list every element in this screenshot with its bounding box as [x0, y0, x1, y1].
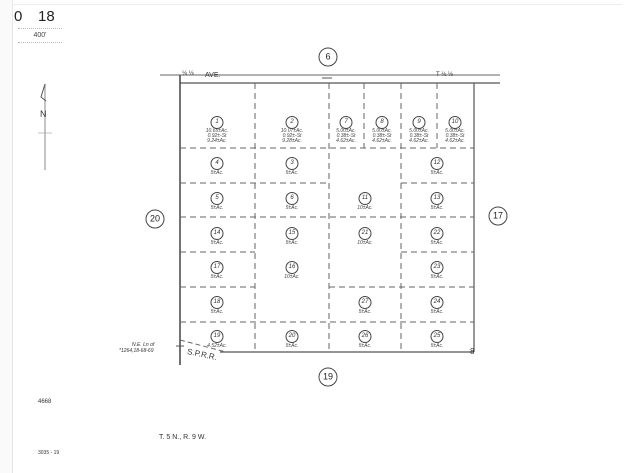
- parcel-net-area: 9.28±Ac.: [282, 138, 302, 144]
- parcel-net-area: 9.24±Ac.: [207, 138, 227, 144]
- section-number-north: 6: [318, 47, 338, 67]
- section-number-south: 19: [318, 367, 338, 387]
- parcel-area: 5±Ac.: [430, 240, 444, 246]
- parcel-number: 10: [448, 116, 462, 129]
- parcel-area: 5±Ac.: [430, 274, 444, 280]
- parcel-number: 15: [285, 227, 299, 240]
- road-name: AVE.: [205, 72, 221, 79]
- township-range: T. 5 N., R. 9 W.: [159, 434, 207, 441]
- parcel-area: 4.52±Ac.: [207, 343, 227, 349]
- parcel-street-deduction: 0.38±-St: [372, 133, 392, 139]
- parcel-area: 10.65±Ac.: [205, 128, 229, 134]
- parcel-area: 5±Ac.: [430, 343, 444, 349]
- parcel-number: 7: [339, 116, 353, 129]
- parcel-number: 11: [358, 192, 372, 205]
- parcel-area: 5.00±Ac.: [372, 128, 392, 134]
- parcel-area: 5.00±Ac.: [336, 128, 356, 134]
- section-number-east: 17: [488, 206, 508, 226]
- ne-note-line-1: N.E. Ln of: [132, 342, 155, 348]
- parcel-area: 5±Ac.: [210, 170, 224, 176]
- parcel-street-deduction: 0.92±-St: [207, 133, 227, 139]
- parcel-area: 5.00±Ac.: [445, 128, 465, 134]
- parcel-net-area: 4.62±Ac.: [409, 138, 429, 144]
- parcel-area: 5±Ac.: [210, 205, 224, 211]
- road-right-label: T ⅛ ⅛: [436, 72, 453, 78]
- top-edge: [12, 4, 622, 5]
- parcel-net-area: 4.62±Ac.: [336, 138, 356, 144]
- parcel-number: 2: [285, 116, 299, 129]
- parcel-number: 9: [412, 116, 426, 129]
- section-number-west: 20: [145, 209, 165, 229]
- parcel-area: 10±Ac.: [357, 240, 373, 246]
- parcel-number: 26: [358, 330, 372, 343]
- parcel-number: 8: [375, 116, 389, 129]
- parcel-number: 21: [358, 227, 372, 240]
- map-reference: 3035 - 19: [38, 450, 60, 456]
- parcel-area: 5±Ac.: [430, 309, 444, 315]
- page-edge: [0, 0, 13, 473]
- parcel-area: 10±Ac.: [357, 205, 373, 211]
- parcel-area: 5±Ac.: [285, 205, 299, 211]
- header-right-number: 18: [38, 8, 55, 25]
- parcel-number: 27: [358, 296, 372, 309]
- north-label: N: [40, 109, 47, 119]
- parcel-number: 5: [210, 192, 224, 205]
- parcel-number: 3: [285, 157, 299, 170]
- parcel-number: 14: [210, 227, 224, 240]
- parcel-street-deduction: 0.38±-St: [336, 133, 356, 139]
- parcel-area: 5±Ac.: [210, 274, 224, 280]
- parcel-area: 5±Ac.: [210, 309, 224, 315]
- scale-label: 400': [18, 28, 62, 43]
- parcel-number: 18: [210, 296, 224, 309]
- parcel-net-area: 4.62±Ac.: [445, 138, 465, 144]
- parcel-number: 24: [430, 296, 444, 309]
- parcel-area: 5±Ac.: [430, 205, 444, 211]
- page-number: 4668: [38, 399, 52, 405]
- ne-note-line-2: *1264,18-68-69: [119, 348, 154, 354]
- parcel-street-deduction: 0.38±-St: [409, 133, 429, 139]
- parcel-area: 10±Ac.: [284, 274, 300, 280]
- parcel-number: 4: [210, 157, 224, 170]
- parcel-area: 5.00±Ac.: [409, 128, 429, 134]
- parcel-number: 1: [210, 116, 224, 129]
- parcel-street-deduction: 0.92±-St: [282, 133, 302, 139]
- road-prefix: ⅛ ⅛: [182, 71, 194, 77]
- parcel-area: 5±Ac.: [285, 170, 299, 176]
- parcel-number: 25: [430, 330, 444, 343]
- parcel-area: 5±Ac.: [210, 240, 224, 246]
- parcel-number: 22: [430, 227, 444, 240]
- parcel-number: 6: [285, 192, 299, 205]
- parcel-area: 5±Ac.: [358, 309, 372, 315]
- parcel-area: 5±Ac.: [430, 170, 444, 176]
- parcel-street-deduction: 0.38±-St: [445, 133, 465, 139]
- parcel-number: 19: [210, 330, 224, 343]
- parcel-number: 12: [430, 157, 444, 170]
- header-left-number: 0: [14, 8, 23, 25]
- parcel-number: 17: [210, 261, 224, 274]
- parcel-net-area: 4.62±Ac.: [372, 138, 392, 144]
- parcel-area: 5±Ac.: [285, 343, 299, 349]
- parcel-number: 23: [430, 261, 444, 274]
- parcel-number: 20: [285, 330, 299, 343]
- parcel-area: 10.07±Ac.: [280, 128, 304, 134]
- parcel-number: 16: [285, 261, 299, 274]
- parcel-area: 5±Ac.: [358, 343, 372, 349]
- corner-mark: 8: [470, 347, 475, 356]
- parcel-area: 5±Ac.: [285, 240, 299, 246]
- parcel-number: 13: [430, 192, 444, 205]
